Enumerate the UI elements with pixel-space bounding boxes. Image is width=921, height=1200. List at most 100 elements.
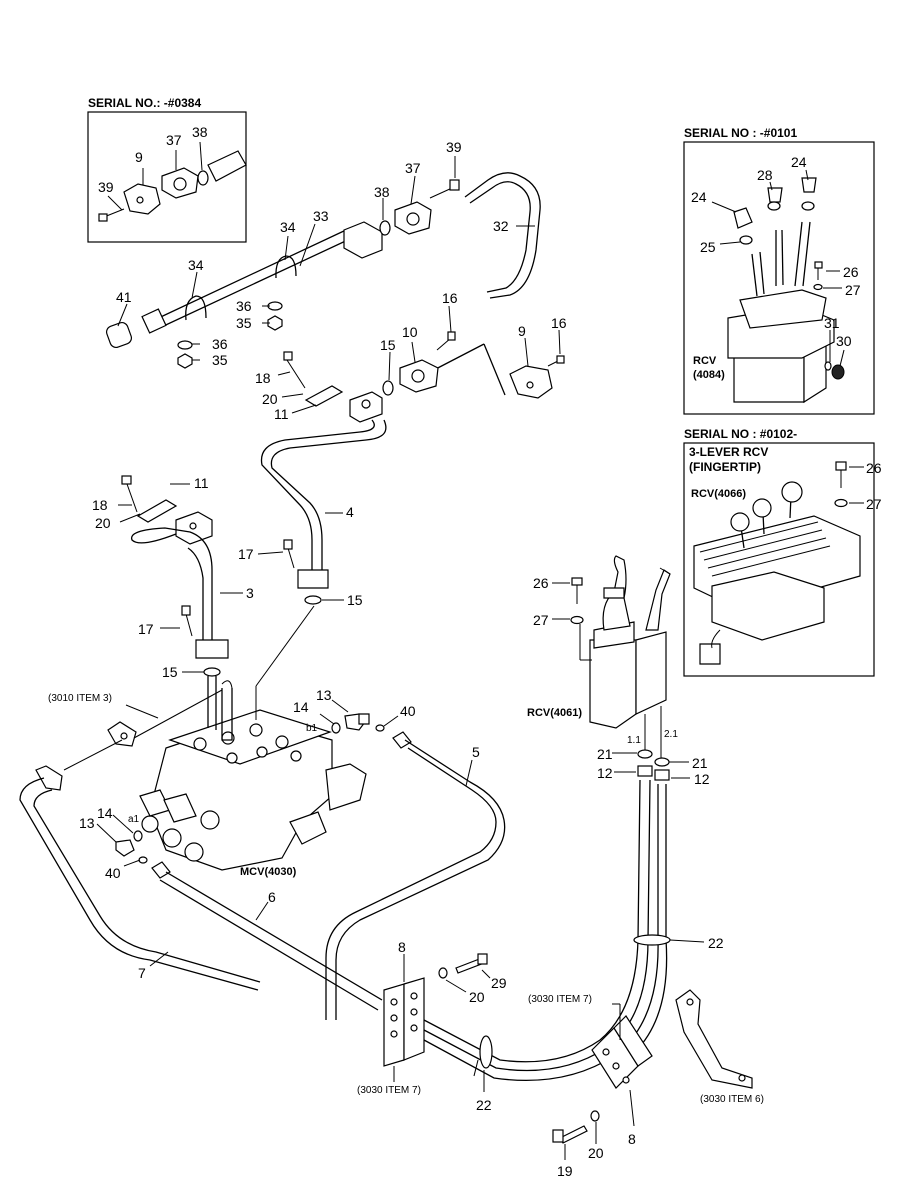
callout-15: 15 (347, 592, 363, 608)
callout-25: 25 (700, 239, 716, 255)
callout-26: 26 (866, 460, 882, 476)
callout-36: 36 (212, 336, 228, 352)
callout-17: 17 (138, 621, 154, 637)
callout-27: 27 (533, 612, 549, 628)
rcv-4066-label: RCV(4066) (691, 488, 746, 500)
callout-38: 38 (374, 184, 390, 200)
callout-27: 27 (866, 496, 882, 512)
callout-16: 16 (551, 315, 567, 331)
callout-35: 35 (236, 315, 252, 331)
callout-20: 20 (469, 989, 485, 1005)
callout-39: 39 (98, 179, 114, 195)
callout-22: 22 (708, 935, 724, 951)
callout-7: 7 (138, 965, 146, 981)
callout-41: 41 (116, 289, 132, 305)
port-a1: a1 (128, 814, 140, 825)
flange-group-mid: 16 10 15 9 16 (380, 290, 567, 399)
callout-8: 8 (398, 939, 406, 955)
callout-21: 21 (597, 746, 613, 762)
inset-subtitle-fingertip: (FINGERTIP) (689, 460, 761, 474)
callout-20: 20 (262, 391, 278, 407)
inset-serial-0102: SERIAL NO : #0102- 3-LEVER RCV (FINGERTI… (683, 427, 882, 677)
callout-27: 27 (845, 282, 861, 298)
port-1-1: 1.1 (627, 735, 641, 746)
callout-9: 9 (518, 323, 526, 339)
callout-8: 8 (628, 1131, 636, 1147)
callout-24: 24 (791, 154, 807, 170)
inset-serial-0101-title: SERIAL NO : -#0101 (684, 126, 797, 140)
callout-33: 33 (313, 208, 329, 224)
clamp-8-right: 8 (3030 ITEM 7) (3030 ITEM 6) 19 20 (528, 989, 764, 1179)
callout-36: 36 (236, 298, 252, 314)
callout-14: 14 (97, 805, 113, 821)
callout-13: 13 (316, 687, 332, 703)
callout-20: 20 (588, 1145, 604, 1161)
rcv-4061-label: RCV(4061) (527, 707, 582, 719)
callout-10: 10 (402, 324, 418, 340)
callout-22: 22 (476, 1097, 492, 1113)
callout-15: 15 (380, 337, 396, 353)
ref-3030-item7-right: (3030 ITEM 7) (528, 994, 592, 1005)
callout-11: 11 (194, 475, 209, 491)
pipes-5-6: 5 6 (151, 731, 506, 1020)
callout-13: 13 (79, 815, 95, 831)
callout-21: 21 (692, 755, 708, 771)
ref-3030-item7-left: (3030 ITEM 7) (357, 1085, 421, 1096)
ref-3010-item3: (3010 ITEM 3) (48, 693, 112, 704)
callout-26: 26 (533, 575, 549, 591)
callout-6: 6 (268, 889, 276, 905)
callout-5: 5 (472, 744, 480, 760)
pipe-3-assembly: 11 18 20 3 17 15 (92, 475, 254, 680)
callout-34: 34 (188, 257, 204, 273)
callout-37: 37 (405, 160, 421, 176)
callout-11: 11 (274, 406, 289, 422)
rcv-hoses: 22 22 (423, 779, 724, 1113)
callout-19: 19 (557, 1163, 573, 1179)
callout-28: 28 (757, 167, 773, 183)
rcv-4061-joystick: 26 27 RCV(4061) 1.1 2.1 21 21 12 12 (527, 555, 710, 787)
mcv-4030-valve: MCV(4030) (139, 605, 367, 878)
callout-38: 38 (192, 124, 208, 140)
callout-24: 24 (691, 189, 707, 205)
inset-serial-0102-title: SERIAL NO : #0102- (684, 427, 797, 441)
pipe-4-assembly: 18 20 11 4 17 15 (238, 351, 387, 608)
callout-37: 37 (166, 132, 182, 148)
callout-3: 3 (246, 585, 254, 601)
callout-30: 30 (836, 333, 852, 349)
callout-40: 40 (105, 865, 121, 881)
callout-4: 4 (346, 504, 354, 520)
inset-serial-0101: SERIAL NO : -#0101 24 (683, 126, 875, 415)
inset-subtitle-3lever: 3-LEVER RCV (689, 445, 768, 459)
ref-3030-item6: (3030 ITEM 6) (700, 1094, 764, 1105)
callout-17: 17 (238, 546, 254, 562)
callout-16: 16 (442, 290, 458, 306)
callout-18: 18 (255, 370, 271, 386)
callout-40: 40 (400, 703, 416, 719)
callout-35: 35 (212, 352, 228, 368)
callout-15: 15 (162, 664, 178, 680)
callout-9: 9 (135, 149, 143, 165)
rcv-4084-number: (4084) (693, 369, 725, 381)
callout-29: 29 (491, 975, 507, 991)
pipe-assembly-top: 41 34 34 33 38 37 39 32 36 35 36 35 (105, 139, 541, 369)
port-2-1: 2.1 (664, 729, 678, 740)
callout-18: 18 (92, 497, 108, 513)
callout-31: 31 (824, 315, 840, 331)
port-b1: b1 (306, 723, 318, 734)
callout-12: 12 (597, 765, 613, 781)
mcv-4030-label: MCV(4030) (240, 866, 297, 878)
rcv-4084-label: RCV (693, 355, 717, 367)
inset-serial-0384: SERIAL NO.: -#0384 39 9 37 38 (87, 96, 247, 243)
fittings-13-14-40: 13 14 40 b1 14 13 40 a1 (79, 687, 416, 881)
callout-34: 34 (280, 219, 296, 235)
callout-14: 14 (293, 699, 309, 715)
callout-39: 39 (446, 139, 462, 155)
callout-26: 26 (843, 264, 859, 280)
callout-20: 20 (95, 515, 111, 531)
callout-12: 12 (694, 771, 710, 787)
pipe-7-assembly: (3010 ITEM 3) 7 (19, 689, 261, 991)
clamp-8-lower-left: 8 29 20 (3030 ITEM 7) (357, 939, 507, 1096)
inset-serial-0384-title: SERIAL NO.: -#0384 (88, 96, 201, 110)
callout-32: 32 (493, 218, 509, 234)
